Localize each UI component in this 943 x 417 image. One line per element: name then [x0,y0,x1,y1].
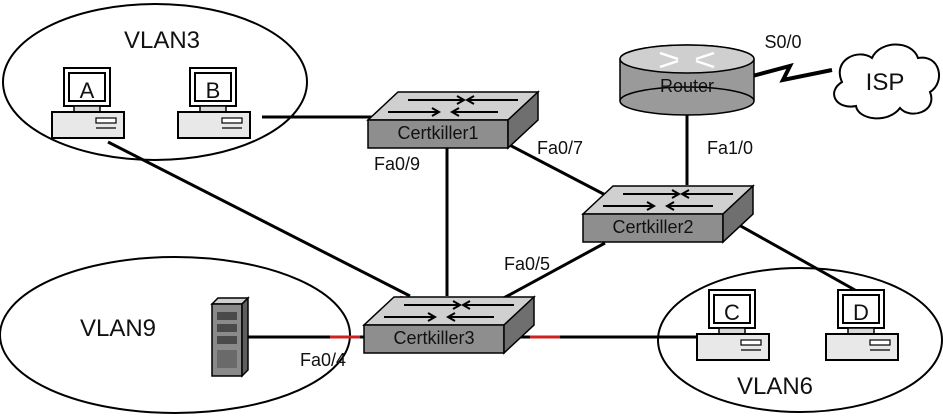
vlan9-label: VLAN9 [80,315,156,342]
host-b-label: B [206,78,221,103]
port-fa1-0: Fa1/0 [707,138,753,158]
isp-label: ISP [866,69,905,96]
links [107,104,856,339]
server [210,296,250,378]
link-certkiller1-certkiller2 [499,138,616,202]
link-certkiller2-certkiller3 [499,241,606,302]
vlan3-zone [2,3,308,161]
port-fa0-7: Fa0/7 [537,138,583,158]
vlan6-label: VLAN6 [737,373,813,400]
switch-certkiller3-label: Certkiller3 [393,328,474,348]
vlan9-zone [0,256,351,414]
switch-certkiller1-label: Certkiller1 [397,123,478,143]
link-certkiller2-host-d [729,218,856,292]
host-d-label: D [853,300,869,325]
link-a-certkiller3 [107,140,411,298]
vlan3-label: VLAN3 [124,27,200,54]
port-fa0-9: Fa0/9 [374,154,420,174]
serial-link [744,62,833,83]
host-a-label: A [80,78,95,103]
router [619,44,755,116]
port-fa0-5: Fa0/5 [504,254,550,274]
isp-cloud [833,43,940,120]
host-c-label: C [724,300,740,325]
vlan6-zone [657,267,943,413]
router-label: Router [660,76,714,96]
switch-certkiller2-label: Certkiller2 [612,217,693,237]
port-fa0-4: Fa0/4 [300,350,346,370]
port-s0-0: S0/0 [764,32,801,52]
